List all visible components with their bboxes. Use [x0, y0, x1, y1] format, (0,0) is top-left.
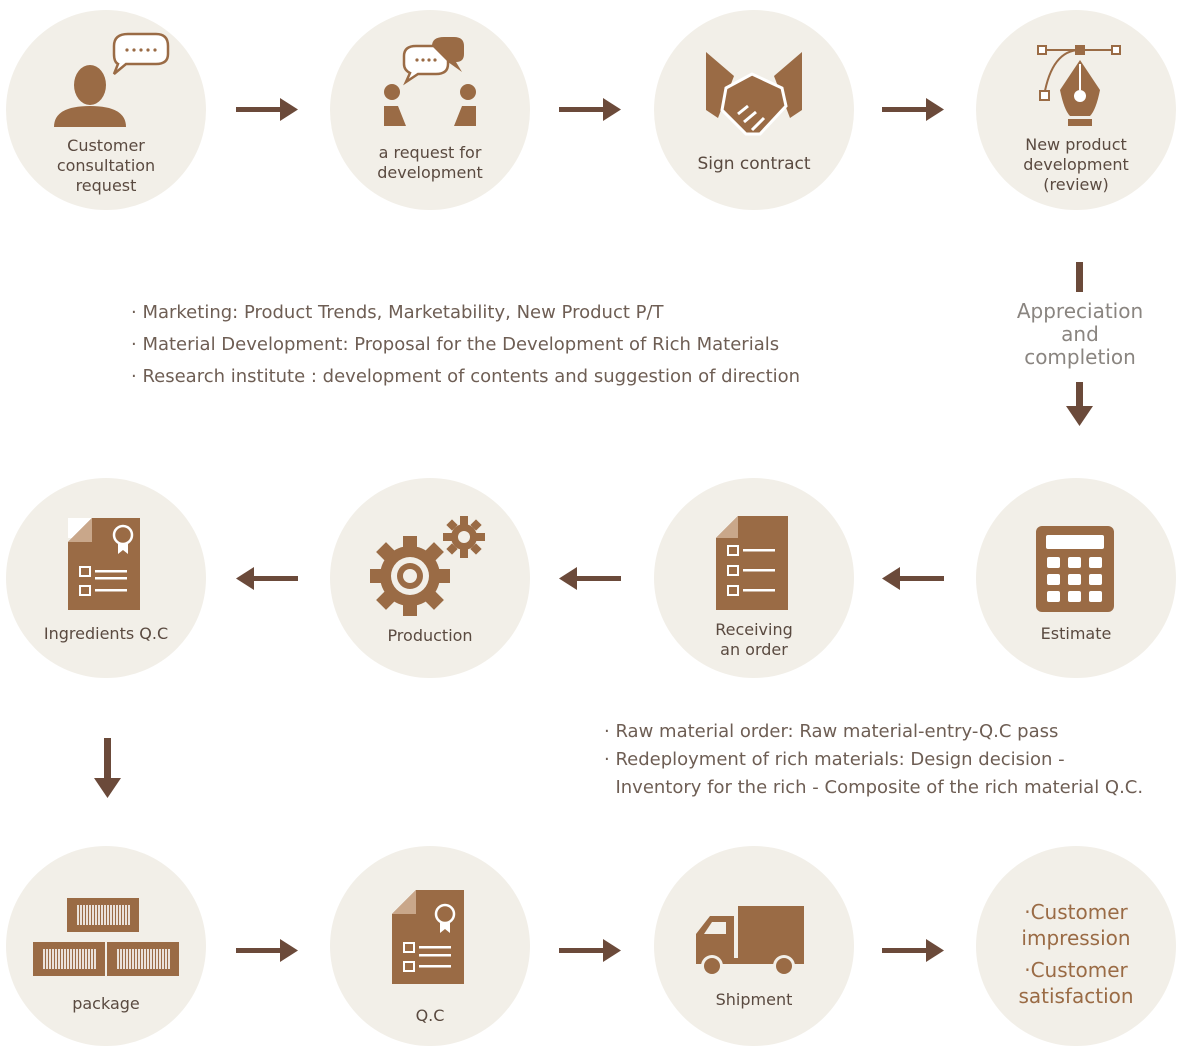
- step-production: Production: [330, 478, 530, 678]
- step-label-line: Customer: [67, 136, 145, 155]
- step-label: package: [72, 994, 140, 1013]
- arrow-right: [559, 98, 621, 121]
- step-label: Q.C: [415, 1006, 445, 1025]
- step-request-for-development: a request for development: [330, 10, 530, 210]
- step-label-line: consultation: [56, 156, 156, 175]
- arrow-down: [94, 738, 121, 798]
- final-line: satisfaction: [1018, 984, 1134, 1008]
- final-line: ·Customer: [1024, 900, 1128, 924]
- document-checklist-icon: [716, 516, 788, 610]
- step-label-line: request: [75, 176, 137, 195]
- certificate-document-icon: [392, 890, 464, 984]
- vertical-label-line: completion: [1024, 345, 1136, 369]
- step-label: Shipment: [715, 990, 793, 1009]
- discussion-icon: [384, 37, 476, 126]
- note-item: · Raw material order: Raw material-entry…: [604, 721, 1059, 742]
- note-item: · Redeployment of rich materials: Design…: [604, 749, 1065, 770]
- person-speech-bubble-icon: [54, 32, 170, 127]
- step-shipment: Shipment: [654, 846, 854, 1046]
- calculator-icon: [1036, 526, 1114, 612]
- step-label-line: (review): [1043, 175, 1109, 194]
- notes-top: · Marketing: Product Trends, Marketabili…: [131, 297, 800, 393]
- arrow-left: [882, 567, 944, 590]
- gears-icon: [370, 516, 485, 616]
- note-item: · Material Development: Proposal for the…: [131, 334, 780, 355]
- arrow-right: [236, 98, 298, 121]
- step-ingredients-qc: Ingredients Q.C: [6, 478, 206, 678]
- arrow-left: [236, 567, 298, 590]
- note-item: Inventory for the rich - Composite of th…: [604, 777, 1144, 798]
- step-label-line: New product: [1025, 135, 1127, 154]
- step-label: Ingredients Q.C: [43, 624, 169, 643]
- step-customer-consultation: Customer consultation request: [6, 10, 206, 210]
- vertical-connector-top: [1076, 262, 1083, 292]
- pen-tool-icon: [1037, 45, 1121, 126]
- step-label-line: an order: [720, 640, 788, 659]
- final-outcome-text: ·Customer impression ·Customer satisfact…: [996, 899, 1156, 1009]
- step-label-line: a request for: [378, 143, 482, 162]
- note-item: · Marketing: Product Trends, Marketabili…: [131, 302, 664, 323]
- arrow-left: [559, 567, 621, 590]
- arrow-right: [236, 939, 298, 962]
- note-item: · Research institute : development of co…: [131, 366, 801, 387]
- arrow-right: [882, 98, 944, 121]
- arrow-right: [559, 939, 621, 962]
- arrow-down: [1066, 382, 1093, 426]
- truck-icon: [696, 906, 804, 977]
- step-label: Estimate: [1040, 624, 1112, 643]
- arrow-right: [882, 939, 944, 962]
- final-line: impression: [1021, 926, 1131, 950]
- step-label: Sign contract: [697, 154, 811, 174]
- handshake-icon: [706, 52, 802, 136]
- step-customer-satisfaction: ·Customer impression ·Customer satisfact…: [976, 846, 1176, 1046]
- vertical-label-line: and: [1061, 322, 1099, 346]
- step-label: Production: [387, 626, 473, 645]
- step-receiving-order: Receiving an order: [654, 478, 854, 678]
- step-package: package: [6, 846, 206, 1046]
- boxes-icon: [33, 898, 179, 976]
- step-label-line: development: [377, 163, 483, 182]
- step-sign-contract: Sign contract: [654, 10, 854, 210]
- step-label-line: Receiving: [715, 620, 793, 639]
- step-label-line: development: [1023, 155, 1129, 174]
- final-line: ·Customer: [1024, 958, 1128, 982]
- step-new-product-development: New product development (review): [976, 10, 1176, 210]
- notes-middle: · Raw material order: Raw material-entry…: [604, 718, 1143, 802]
- vertical-label-line: Appreciation: [1016, 299, 1144, 323]
- step-qc: Q.C: [330, 846, 530, 1046]
- certificate-document-icon: [68, 518, 140, 610]
- appreciation-completion-label: Appreciation and completion: [1000, 300, 1160, 369]
- step-estimate: Estimate: [976, 478, 1176, 678]
